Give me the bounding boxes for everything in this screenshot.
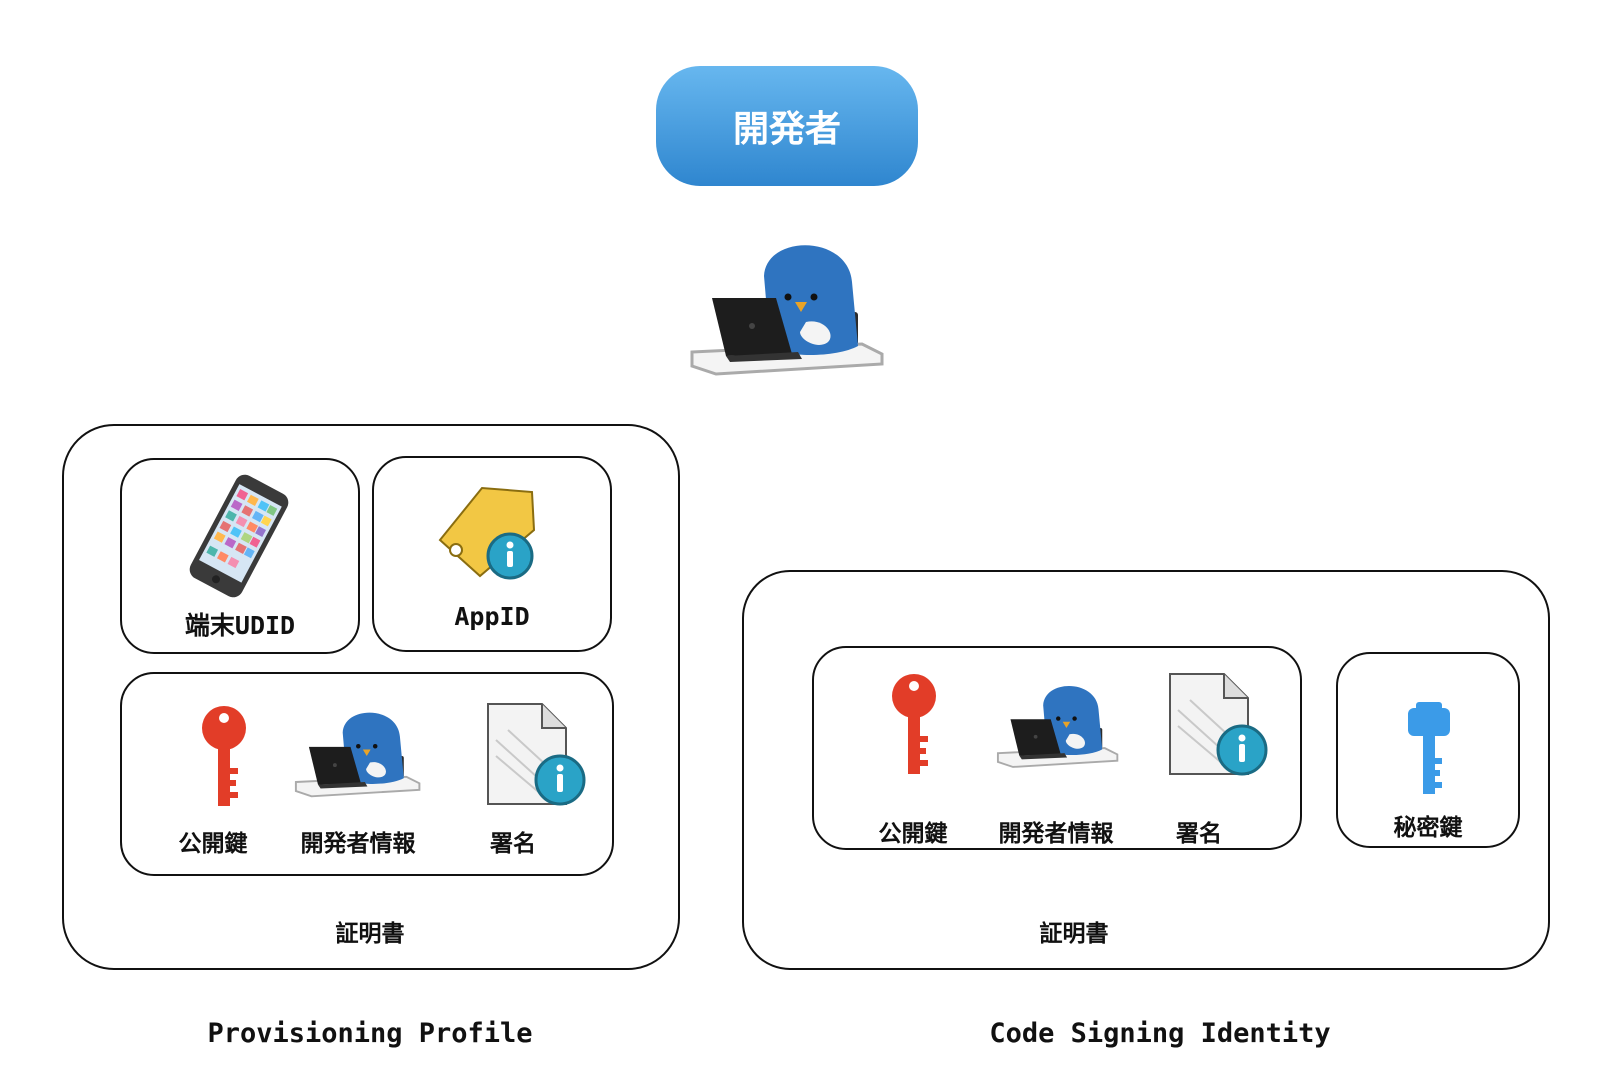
developer-info-label: 開発者情報 [300, 831, 416, 857]
document-info-icon [1160, 670, 1270, 780]
code-signing-identity-caption: Code Signing Identity [989, 1018, 1331, 1049]
udid-label: 端末UDID [184, 611, 296, 640]
public-key-label: 公開鍵 [878, 821, 948, 847]
smartphone-icon [184, 474, 294, 598]
certificate-box: 公開鍵 開発者情報 署名 [120, 672, 614, 876]
secret-key-box: 秘密鍵 [1336, 652, 1520, 848]
secret-key-label: 秘密鍵 [1393, 815, 1463, 841]
penguin-laptop-icon [292, 710, 422, 802]
developer-info-label: 開発者情報 [998, 821, 1114, 847]
signature-label: 署名 [1176, 821, 1222, 847]
red-key-icon [194, 704, 254, 814]
red-key-icon [884, 672, 944, 782]
appid-box: AppID [372, 456, 612, 652]
appid-label: AppID [454, 602, 530, 631]
udid-box: 端末UDID [120, 458, 360, 654]
certificate-box: 公開鍵 開発者情報 署名 [812, 646, 1302, 850]
public-key-label: 公開鍵 [178, 831, 248, 857]
certificate-title: 証明書 [335, 921, 405, 947]
tag-info-icon [436, 480, 546, 584]
signature-label: 署名 [490, 831, 536, 857]
developer-badge: 開発者 [656, 66, 918, 186]
penguin-laptop-icon [994, 684, 1120, 772]
document-info-icon [478, 700, 588, 810]
provisioning-profile-caption: Provisioning Profile [207, 1018, 533, 1049]
developer-label: 開発者 [732, 109, 841, 150]
certificate-title: 証明書 [1039, 921, 1109, 947]
blue-key-icon [1404, 702, 1454, 798]
penguin-laptop-icon [686, 242, 886, 382]
